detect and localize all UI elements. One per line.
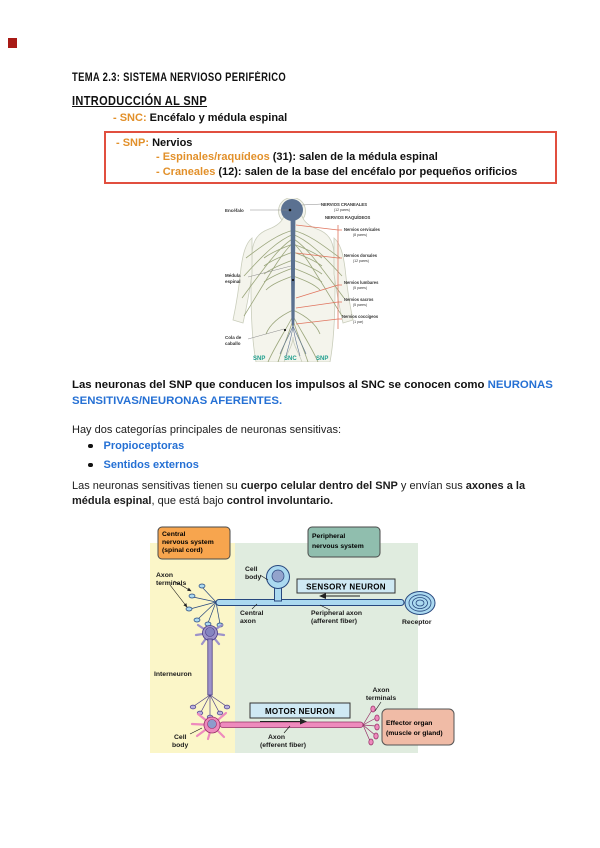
medula-label-2: espinal (225, 279, 241, 284)
sacros-label: Nervios sacros (344, 297, 374, 302)
nervios-raquideos-label: NERVIOS RAQUÍDEOS (325, 215, 371, 220)
cell-body-top-label: Cell (245, 566, 258, 573)
svg-text:body: body (245, 574, 261, 581)
snp-item-espinales: - Espinales/raquídeos (31): salen de la … (156, 151, 438, 163)
cola-label-2: caballo (225, 341, 241, 346)
motor-neuron-title-box (249, 702, 351, 719)
course-title: TEMA 2.3: SISTEMA NERVIOSO PERIFÉRICO (72, 72, 287, 84)
coccigeos-label: Nervios coccígeos (342, 314, 379, 319)
snc-center-label: SNC (284, 356, 297, 362)
svg-text:nervous system: nervous system (312, 543, 364, 550)
aferentes-highlight: NEURONAS SENSITIVAS/NEURONAS AFERENTES. (72, 379, 553, 407)
svg-text:(12 pares): (12 pares) (353, 259, 369, 263)
pointer-lines (247, 203, 323, 340)
svg-text:axon: axon (240, 618, 256, 625)
effector-organ-box (381, 708, 455, 746)
paragraph-aferentes: Las neuronas del SNP que conducen los im… (72, 379, 553, 407)
svg-text:Central: Central (162, 531, 186, 538)
sensory-neuron-title-box (296, 578, 396, 594)
svg-text:(muscle or gland): (muscle or gland) (386, 730, 443, 737)
svg-text:(1 par): (1 par) (353, 320, 363, 324)
svg-text:(8 pares): (8 pares) (353, 233, 367, 237)
interneuron-nucleus (205, 627, 215, 637)
svg-text:Peripheral: Peripheral (312, 533, 345, 540)
peripheral-axon-label: Peripheral axon (311, 610, 362, 617)
pns-title-box (307, 526, 381, 558)
cervicales-label: Nervios cervicales (344, 227, 381, 232)
interneuron-label: Interneuron (154, 671, 192, 678)
svg-text:body: body (172, 742, 188, 749)
sensory-axon (215, 599, 405, 606)
cola-label-1: Cola de (225, 335, 242, 340)
efferent-axon-label: Axon (268, 734, 285, 741)
snp-right-label: SNP (316, 356, 328, 362)
svg-text:nervous system: nervous system (162, 539, 214, 546)
brain (281, 199, 303, 221)
brain-and-spinal-cord (279, 199, 307, 357)
nervios-craneales-label: NERVIOS CRANEALES (321, 202, 367, 207)
interneuron-stalk (207, 638, 213, 696)
svg-text:Effector organ: Effector organ (386, 720, 432, 727)
snc-line: - SNC: Encéfalo y médula espinal (113, 112, 287, 124)
snc-label: - SNC: (113, 112, 147, 124)
svg-text:(5 pares): (5 pares) (353, 303, 367, 307)
nervous-system-figure: Encéfalo NERVIOS CRANEALES (12 pares) NE… (225, 198, 381, 362)
svg-text:SENSORY NEURON: SENSORY NEURON (306, 583, 386, 592)
section-title: INTRODUCCIÓN AL SNP (72, 94, 208, 108)
svg-text:MOTOR NEURON: MOTOR NEURON (265, 707, 335, 716)
bullet-dot (88, 462, 93, 468)
snp-line: - SNP: Nervios (116, 137, 193, 149)
motor-nucleus (207, 719, 217, 729)
sensory-neuron (185, 565, 436, 628)
neuron-pathway-figure: Central nervous system (spinal cord) Per… (150, 526, 455, 753)
medula-label-1: Médula (225, 273, 241, 278)
svg-text:terminals: terminals (366, 695, 396, 702)
cauda-equina (279, 325, 307, 357)
craneales-pares: (12 pares) (334, 208, 350, 212)
central-axon-label: Central (240, 610, 264, 617)
bullet-sentidos-externos: Sentidos externos (88, 459, 199, 471)
svg-text:(afferent fiber): (afferent fiber) (311, 618, 357, 625)
sensory-axon-terminals (185, 583, 224, 628)
figure2-pointer-lines (169, 574, 382, 735)
axon-terminals-bottom-label: Axon (373, 687, 390, 694)
snp-item-craneales: - Craneales (12): salen de la base del e… (156, 166, 518, 178)
receptor (404, 591, 436, 615)
svg-text:(spinal cord): (spinal cord) (162, 547, 203, 554)
bullet-dot (88, 443, 93, 449)
red-marker (8, 38, 17, 48)
snc-text: Encéfalo y médula espinal (149, 112, 288, 124)
paragraph-cuerpo-celular: Las neuronas sensitivas tienen su cuerpo… (72, 480, 526, 507)
svg-text:(efferent fiber): (efferent fiber) (260, 742, 306, 749)
peripheral-nerves (241, 229, 345, 362)
paragraph-categorias: Hay dos categorías principales de neuron… (72, 424, 342, 436)
svg-text:terminals: terminals (156, 580, 186, 587)
cns-title-box (157, 526, 231, 560)
lumbares-label: Nervios lumbares (344, 280, 379, 285)
encefalo-label: Encéfalo (225, 208, 244, 213)
motor-neuron (190, 705, 380, 746)
axon-terminals-top-label: Axon (156, 572, 173, 579)
sensory-nucleus (271, 569, 285, 583)
bullet-propioceptoras: Propioceptoras (88, 440, 184, 452)
motor-axon (219, 721, 364, 728)
interneuron (189, 623, 231, 720)
snp-left-label: SNP (253, 356, 265, 362)
snp-highlight-box: - SNP: Nervios - Espinales/raquídeos (31… (104, 131, 557, 184)
cell-body-bottom-label: Cell (174, 734, 187, 741)
nerve-group-bracket (295, 224, 342, 329)
receptor-label: Receptor (402, 619, 432, 626)
svg-text:(5 pares): (5 pares) (353, 286, 367, 290)
motor-axon-terminals (368, 705, 380, 746)
dorsales-label: Nervios dorsales (344, 253, 378, 258)
